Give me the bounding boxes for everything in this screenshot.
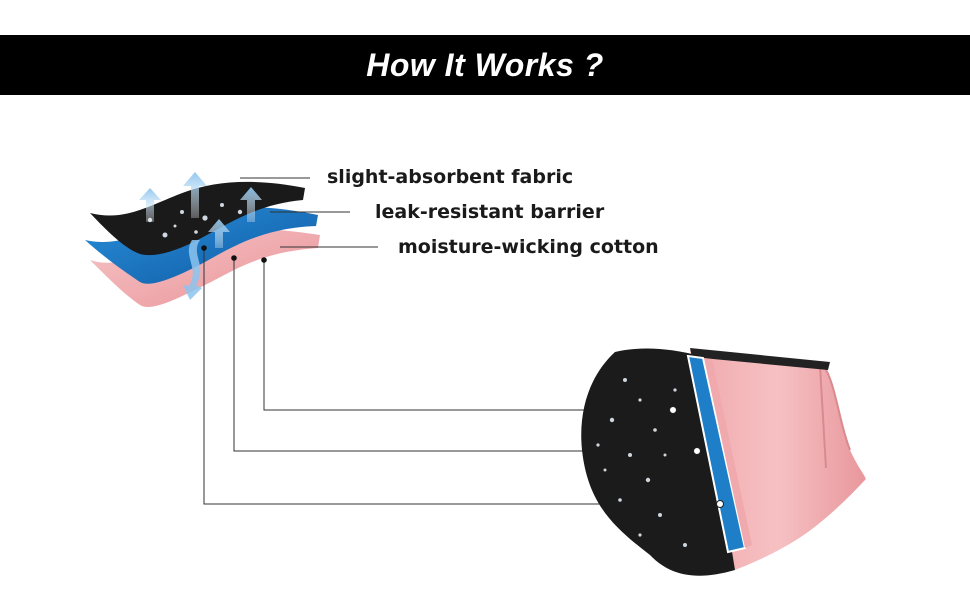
label-moisture-wicking-cotton: moisture-wicking cotton: [398, 236, 659, 258]
brief-cross-section: [581, 348, 866, 576]
leader-lines: [203, 177, 720, 505]
label-slight-absorbent-fabric: slight-absorbent fabric: [327, 166, 574, 188]
down-arrow-icon: [183, 240, 202, 300]
brief-black-body: [581, 348, 735, 576]
layer-markers: [669, 406, 724, 508]
barrier-layer-shape: [85, 207, 318, 284]
connector-dots: [201, 245, 267, 263]
up-arrow-icon: [139, 172, 262, 248]
cotton-layer-shape: [90, 228, 320, 308]
page-title: How It Works ?: [366, 46, 604, 83]
water-droplet-icon: [596, 378, 687, 547]
label-leak-resistant-barrier: leak-resistant barrier: [375, 201, 605, 223]
header-banner: How It Works ?: [0, 35, 970, 95]
fabric-swatch: [85, 172, 320, 308]
